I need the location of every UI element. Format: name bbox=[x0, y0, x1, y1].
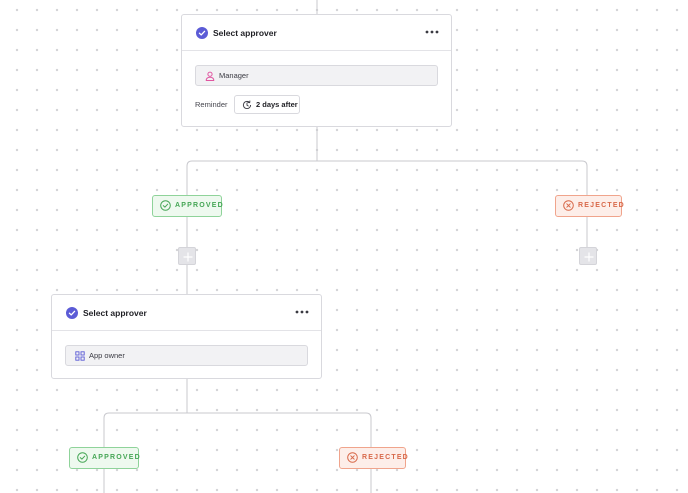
check-circle-outline-icon bbox=[160, 200, 171, 211]
rejected-badge[interactable]: REJECTED bbox=[339, 447, 409, 469]
more-options-icon[interactable] bbox=[295, 309, 309, 315]
check-circle-icon bbox=[196, 27, 208, 39]
card-header: Select approver bbox=[182, 15, 451, 51]
card-title: Select approver bbox=[213, 28, 277, 38]
grid-apps-icon bbox=[75, 351, 85, 361]
check-circle-icon bbox=[66, 307, 78, 319]
check-circle-outline-icon bbox=[77, 452, 88, 463]
approved-badge[interactable]: APPROVED bbox=[152, 195, 224, 217]
approver-field[interactable]: App owner bbox=[65, 345, 308, 366]
add-step-button[interactable] bbox=[178, 247, 196, 265]
rejected-label: REJECTED bbox=[362, 454, 409, 461]
approved-label: APPROVED bbox=[175, 202, 224, 209]
reminder-value: 2 days after bbox=[256, 100, 298, 109]
plus-icon bbox=[183, 252, 193, 262]
card-title: Select approver bbox=[83, 308, 147, 318]
approver-card[interactable]: Select approver App owner bbox=[51, 294, 322, 379]
approved-label: APPROVED bbox=[92, 454, 141, 461]
rejected-badge[interactable]: REJECTED bbox=[555, 195, 625, 217]
card-header: Select approver bbox=[52, 295, 321, 331]
refresh-clock-icon bbox=[243, 100, 252, 110]
user-icon bbox=[205, 71, 215, 81]
x-circle-icon bbox=[563, 200, 574, 211]
rejected-label: REJECTED bbox=[578, 202, 625, 209]
reminder-label: Reminder bbox=[195, 100, 228, 109]
x-circle-icon bbox=[347, 452, 358, 463]
reminder-button[interactable]: 2 days after bbox=[234, 95, 300, 114]
plus-icon bbox=[584, 252, 594, 262]
approver-field-value: Manager bbox=[219, 71, 249, 80]
more-options-icon[interactable] bbox=[425, 29, 439, 35]
add-step-button[interactable] bbox=[579, 247, 597, 265]
approver-card[interactable]: Select approver Manager Reminder 2 days … bbox=[181, 14, 452, 127]
approver-field[interactable]: Manager bbox=[195, 65, 438, 86]
approved-badge[interactable]: APPROVED bbox=[69, 447, 141, 469]
approver-field-value: App owner bbox=[89, 351, 125, 360]
